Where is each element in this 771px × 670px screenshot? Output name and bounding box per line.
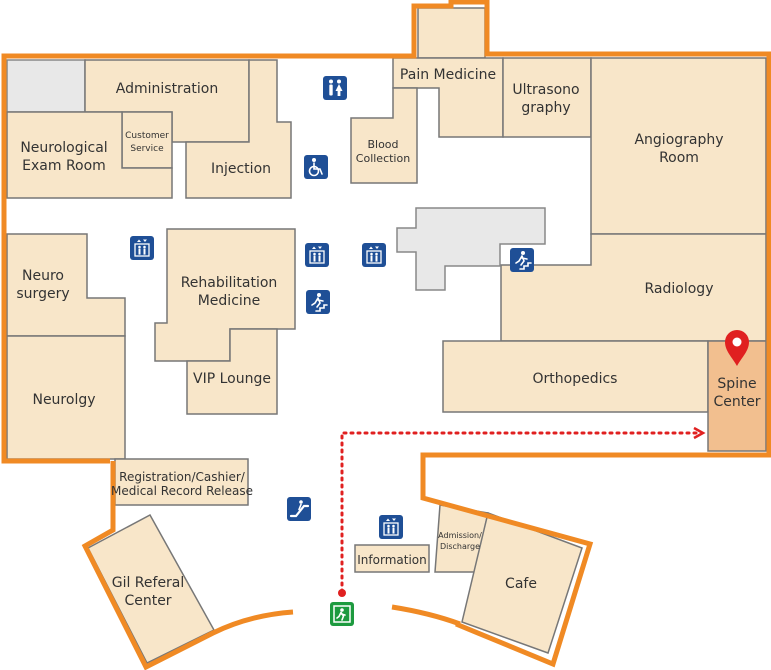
restroom-icon[interactable] bbox=[323, 76, 347, 100]
emergency-exit-icon[interactable] bbox=[330, 602, 354, 626]
room-radiology[interactable] bbox=[500, 233, 767, 342]
route-layer bbox=[338, 426, 706, 597]
label-blood-collection-line2: Collection bbox=[356, 152, 410, 165]
label-spine-center-line2: Center bbox=[713, 394, 760, 410]
label-angiography-line2: Room bbox=[659, 150, 699, 166]
label-neurosurgery-line2: surgery bbox=[16, 286, 69, 302]
elevator-icon[interactable] bbox=[130, 236, 154, 260]
room-cafe[interactable] bbox=[461, 512, 583, 654]
route-arrowhead bbox=[693, 426, 706, 440]
room-information[interactable] bbox=[354, 544, 430, 573]
label-pain-medicine: Pain Medicine bbox=[400, 67, 496, 83]
route-path bbox=[340, 431, 698, 594]
stairs-icon[interactable] bbox=[510, 248, 534, 272]
room-neurological-exam[interactable] bbox=[6, 111, 173, 199]
label-customer-service-line2: Service bbox=[130, 144, 164, 154]
route-start-dot bbox=[338, 589, 346, 597]
elevator-icon[interactable] bbox=[305, 243, 329, 267]
label-neurosurgery-line1: Neuro bbox=[22, 268, 64, 284]
southwest-wall bbox=[81, 461, 294, 670]
label-information: Information bbox=[357, 553, 426, 567]
wheelchair-icon[interactable] bbox=[304, 155, 328, 179]
elevator-core bbox=[396, 207, 546, 291]
label-orthopedics: Orthopedics bbox=[533, 371, 618, 387]
location-pin-icon[interactable] bbox=[725, 330, 749, 366]
escalator-icon[interactable] bbox=[287, 497, 311, 521]
label-rehabilitation-line1: Rehabilitation bbox=[181, 275, 278, 291]
room-angiography[interactable] bbox=[590, 57, 767, 235]
label-gil-referral-line2: Center bbox=[124, 593, 171, 609]
room-blood-collection[interactable] bbox=[350, 87, 418, 184]
corridor-north bbox=[417, 7, 486, 59]
elevator-icon[interactable] bbox=[362, 243, 386, 267]
label-angiography-line1: Angiography bbox=[634, 132, 723, 148]
label-customer-service-line1: Customer bbox=[125, 131, 169, 141]
label-admission-line1: Admission/ bbox=[438, 531, 482, 540]
room-orthopedics[interactable] bbox=[442, 340, 709, 413]
room-neurosurgery[interactable] bbox=[6, 233, 126, 337]
label-neurological-line1: Neurological bbox=[20, 140, 107, 156]
elevator-icon[interactable] bbox=[379, 515, 403, 539]
label-registration-line2: Medical Record Release bbox=[111, 484, 253, 498]
southeast-entrance-wall bbox=[391, 604, 461, 627]
label-spine-center-line1: Spine bbox=[717, 376, 756, 392]
label-neurological-line2: Exam Room bbox=[22, 158, 106, 174]
labels-layer: Administration Customer Service Neurolog… bbox=[16, 67, 760, 609]
label-rehabilitation-line2: Medicine bbox=[198, 293, 261, 309]
label-radiology: Radiology bbox=[645, 281, 714, 297]
room-registration[interactable] bbox=[114, 458, 249, 506]
room-injection[interactable] bbox=[185, 59, 292, 199]
label-ultrasonography-line1: Ultrasono bbox=[512, 82, 579, 98]
room-vip-lounge[interactable] bbox=[186, 328, 278, 415]
room-ultrasonography[interactable] bbox=[502, 57, 592, 138]
rooms-layer bbox=[6, 7, 767, 664]
label-neurology: Neurolgy bbox=[32, 392, 95, 408]
label-injection: Injection bbox=[211, 161, 271, 177]
label-gil-referral-line1: Gil Referal bbox=[112, 575, 185, 591]
label-ultrasonography-line2: graphy bbox=[521, 100, 570, 116]
stairs-icon[interactable] bbox=[306, 290, 330, 314]
room-neurology[interactable] bbox=[6, 335, 126, 460]
label-blood-collection-line1: Blood bbox=[367, 138, 398, 151]
storage-room bbox=[6, 59, 86, 113]
label-admission-line2: Discharge bbox=[440, 542, 480, 551]
label-registration-line1: Registration/Cashier/ bbox=[119, 470, 246, 484]
label-cafe: Cafe bbox=[505, 576, 537, 592]
label-vip-lounge: VIP Lounge bbox=[193, 371, 271, 387]
label-administration: Administration bbox=[116, 81, 218, 97]
